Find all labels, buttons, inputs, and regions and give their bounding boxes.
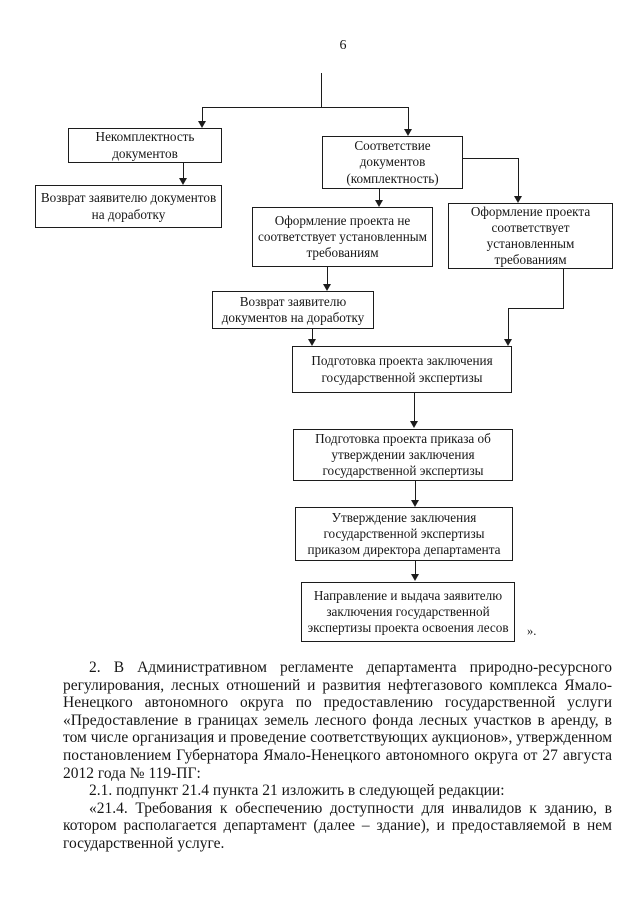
flowchart-node-return-docs-left: Возврат заявителю документов на доработк…	[35, 185, 222, 228]
flowchart-node-label: Утверждение заключения государственной э…	[307, 509, 501, 558]
connector-line	[414, 393, 416, 422]
connector-line	[202, 107, 409, 109]
connector-line	[463, 158, 519, 160]
flowchart-node-deliver-conclusion: Направление и выдача заявителю заключени…	[301, 582, 515, 642]
flowchart-node-project-conform: Оформление проекта соответствует установ…	[448, 203, 613, 269]
flowchart-node-label: Подготовка проекта приказа об утверждени…	[315, 430, 491, 479]
connector-line	[183, 163, 185, 179]
connector-line	[563, 269, 565, 308]
paragraph-subclause-text: «21.4. Требования к обеспечению доступно…	[63, 799, 612, 852]
connector-line	[202, 107, 204, 122]
arrow-down-icon	[410, 421, 418, 428]
arrow-down-icon	[404, 129, 412, 136]
connector-line	[321, 73, 323, 107]
flowchart-node-approve-conclusion: Утверждение заключения государственной э…	[295, 507, 513, 561]
flowchart-node-label: Некомплектность документов	[95, 129, 195, 161]
arrow-down-icon	[308, 339, 316, 346]
flowchart-node-label: Направление и выдача заявителю заключени…	[307, 587, 509, 636]
flowchart-node-label: Оформление проекта не соответствует уста…	[258, 212, 427, 261]
closing-quote: ».	[527, 624, 537, 638]
flowchart-node-docs-conformity: Соответствие документов (комплектность)	[322, 136, 463, 189]
flowchart-node-project-not-conform: Оформление проекта не соответствует уста…	[252, 207, 433, 267]
arrow-down-icon	[323, 284, 331, 291]
arrow-down-icon	[179, 178, 187, 185]
connector-line	[415, 481, 417, 501]
flowchart-node-incomplete-docs: Некомплектность документов	[68, 128, 222, 163]
arrow-down-icon	[198, 121, 206, 128]
arrow-down-icon	[375, 200, 383, 207]
connector-line	[327, 267, 329, 285]
flowchart-node-label: Соответствие документов (комплектность)	[346, 138, 439, 186]
flowchart-node-prepare-conclusion: Подготовка проекта заключения государств…	[292, 346, 512, 393]
connector-line	[518, 158, 520, 197]
connector-line	[415, 561, 417, 575]
connector-line	[508, 308, 564, 310]
arrow-down-icon	[411, 574, 419, 581]
connector-line	[508, 308, 510, 340]
flowchart-node-label: Оформление проекта соответствует установ…	[470, 203, 591, 268]
arrow-down-icon	[514, 196, 522, 203]
connector-line	[379, 189, 381, 201]
connector-line	[408, 107, 410, 130]
flowchart-node-label: Подготовка проекта заключения государств…	[311, 353, 493, 385]
body-text: 2. В Административном регламенте департа…	[63, 659, 612, 853]
flowchart-node-prepare-order: Подготовка проекта приказа об утверждени…	[293, 429, 513, 481]
page-number: 6	[339, 38, 347, 53]
flowchart-node-return-docs-mid: Возврат заявителю документов на доработк…	[212, 291, 374, 329]
arrow-down-icon	[504, 339, 512, 346]
paragraph-subclause-intro: 2.1. подпункт 21.4 пункта 21 изложить в …	[89, 782, 505, 800]
paragraph-regulation-intro: 2. В Административном регламенте департа…	[63, 659, 613, 782]
flowchart-node-label: Возврат заявителю документов на доработк…	[221, 293, 365, 325]
flowchart-node-label: Возврат заявителю документов на доработк…	[40, 190, 217, 222]
arrow-down-icon	[411, 500, 419, 507]
connector-line	[312, 329, 314, 341]
